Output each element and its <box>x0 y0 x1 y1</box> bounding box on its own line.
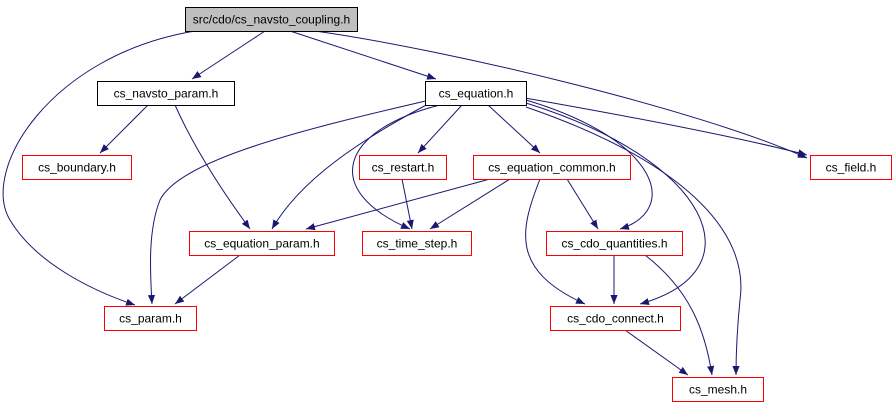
edge-equation-param-to-param <box>174 254 241 305</box>
node-box <box>97 81 235 106</box>
node-box <box>473 155 631 180</box>
edge-equation-to-equation-common <box>487 104 541 154</box>
edge-navsto-param-to-boundary <box>99 104 149 154</box>
edge-root-to-field <box>314 30 808 159</box>
node-label: cs_cdo_quantities.h <box>561 237 667 251</box>
node-label: cs_navsto_param.h <box>114 87 219 101</box>
edge-equation-common-to-equation-param <box>305 178 491 231</box>
node-label: cs_time_step.h <box>377 237 458 251</box>
node-label: src/cdo/cs_navsto_coupling.h <box>193 13 350 27</box>
node-box <box>546 231 683 256</box>
node-box <box>362 231 472 256</box>
edge-equation-to-cdo-connect <box>525 102 706 306</box>
node-mesh[interactable]: cs_mesh.h <box>672 377 764 402</box>
node-param[interactable]: cs_param.h <box>104 306 197 331</box>
node-box <box>189 231 335 256</box>
node-box <box>359 155 447 180</box>
edge-cdo-connect-to-mesh <box>624 329 689 376</box>
node-label: cs_param.h <box>119 312 182 326</box>
node-navsto-param[interactable]: cs_navsto_param.h <box>97 81 235 106</box>
node-root: src/cdo/cs_navsto_coupling.h <box>185 7 358 32</box>
node-cdo-connect[interactable]: cs_cdo_connect.h <box>550 306 681 331</box>
edge-equation-common-to-cdo-connect <box>525 178 586 305</box>
node-label: cs_equation_common.h <box>488 161 615 175</box>
node-field[interactable]: cs_field.h <box>810 155 892 180</box>
edge-equation-to-cdo-quantities <box>525 99 653 230</box>
edge-navsto-param-to-equation-param <box>174 104 251 230</box>
node-label: cs_field.h <box>826 161 877 175</box>
edge-equation-to-restart <box>417 104 463 154</box>
edge-equation-common-to-cdo-quantities <box>566 178 599 230</box>
node-box <box>550 306 681 331</box>
node-box <box>104 306 197 331</box>
node-equation-param[interactable]: cs_equation_param.h <box>189 231 335 256</box>
node-box <box>185 7 358 32</box>
edge-equation-common-to-time-step <box>429 178 511 230</box>
node-boundary[interactable]: cs_boundary.h <box>22 155 132 180</box>
edge-root-to-equation <box>289 30 437 80</box>
node-box <box>810 155 892 180</box>
edge-cdo-quantities-to-mesh <box>644 254 715 376</box>
edge-equation-to-field <box>524 97 808 157</box>
edge-root-to-navsto-param <box>191 30 266 80</box>
node-label: cs_cdo_connect.h <box>567 312 664 326</box>
node-equation[interactable]: cs_equation.h <box>425 81 527 106</box>
node-cdo-quantities[interactable]: cs_cdo_quantities.h <box>546 231 683 256</box>
edge-equation-to-time-step <box>352 104 441 230</box>
edge-equation-to-mesh <box>525 106 742 376</box>
node-box <box>425 81 527 106</box>
node-label: cs_equation_param.h <box>204 237 319 251</box>
node-time-step[interactable]: cs_time_step.h <box>362 231 472 256</box>
nodes-layer: src/cdo/cs_navsto_coupling.h cs_navsto_pa… <box>22 7 892 402</box>
node-label: cs_mesh.h <box>689 383 747 397</box>
node-label: cs_restart.h <box>372 161 435 175</box>
edges-layer <box>2 30 808 376</box>
node-box <box>672 377 764 402</box>
node-equation-common[interactable]: cs_equation_common.h <box>473 155 631 180</box>
edge-root-to-param <box>2 30 196 306</box>
node-label: cs_boundary.h <box>38 161 116 175</box>
node-label: cs_equation.h <box>439 87 514 101</box>
edge-restart-to-time-step <box>401 178 414 230</box>
node-box <box>22 155 132 180</box>
edge-equation-to-param <box>147 99 431 305</box>
node-restart[interactable]: cs_restart.h <box>359 155 447 180</box>
